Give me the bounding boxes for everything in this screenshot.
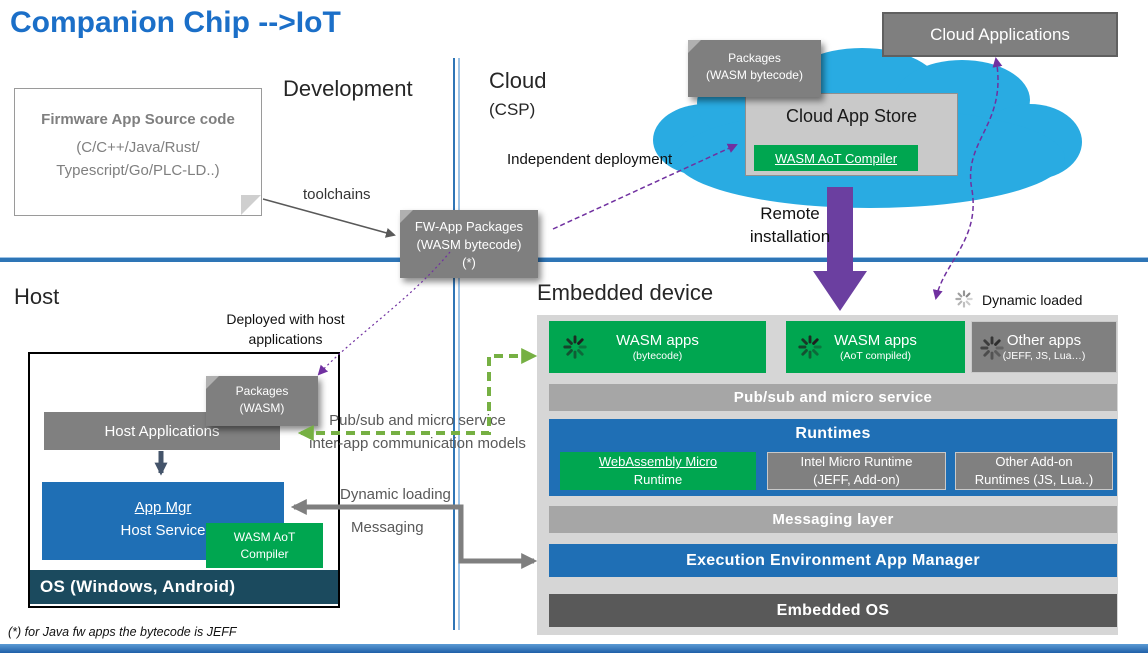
toolchains-label: toolchains	[303, 186, 371, 203]
page-title: Companion Chip -->IoT	[10, 6, 341, 39]
section-label-embedded-device: Embedded device	[537, 280, 714, 305]
messaging-label: Messaging	[351, 519, 424, 536]
cloud-aot-compiler-label: WASM AoT Compiler	[774, 150, 898, 166]
independent-deployment-label: Independent deployment	[507, 151, 673, 168]
messaging-layer-bar: Messaging layer	[549, 506, 1117, 533]
host-packages-line1: Packages	[235, 384, 289, 398]
cloud-aot-compiler-box: WASM AoT Compiler	[754, 145, 918, 171]
messaging-layer-label: Messaging layer	[772, 511, 894, 528]
host-os-label: OS (Windows, Android)	[40, 577, 236, 596]
fw-app-packages-note: FW-App Packages (WASM bytecode) (*)	[400, 210, 538, 278]
pubsub-models-line2: inter-app communication models	[309, 435, 526, 452]
wasm-apps-aot-title: WASM apps	[834, 331, 917, 349]
exec-env-label: Execution Environment App Manager	[686, 551, 980, 569]
runtimes-title: Runtimes	[795, 425, 871, 442]
spinner-icon	[980, 336, 1004, 360]
embedded-os-label: Embedded OS	[776, 601, 890, 619]
folded-corner-icon	[241, 195, 261, 215]
firmware-source-title: Firmware App Source code	[41, 111, 235, 128]
pubsub-service-label: Pub/sub and micro service	[733, 389, 933, 406]
runtime-wamr-line2: Runtime	[633, 472, 683, 487]
host-packages-line2: (WASM)	[239, 400, 285, 415]
spinner-icon	[563, 335, 587, 359]
wasm-apps-bytecode-title: WASM apps	[616, 331, 699, 349]
other-apps-subtitle: (JEFF, JS, Lua…)	[1002, 349, 1086, 362]
host-aot-compiler-box: WASM AoT Compiler	[206, 523, 323, 568]
app-mgr-line2: Host Service	[120, 522, 206, 540]
remote-installation-line1: Remote	[760, 204, 820, 223]
host-compiler-line1: WASM AoT	[233, 529, 296, 544]
app-mgr-line1: App Mgr	[134, 499, 192, 516]
remote-installation-line2: installation	[749, 227, 831, 246]
cloud-packages-line2: (WASM bytecode)	[706, 67, 803, 82]
runtime-intel-box: Intel Micro Runtime (JEFF, Add-on)	[767, 452, 946, 490]
firmware-source-box: Firmware App Source code (C/C++/Java/Rus…	[14, 88, 262, 216]
host-os-bar: OS (Windows, Android)	[30, 570, 338, 604]
exec-env-bar: Execution Environment App Manager	[549, 544, 1117, 577]
other-apps-title: Other apps	[1006, 331, 1082, 349]
spinner-icon	[955, 290, 973, 308]
other-apps-box: Other apps (JEFF, JS, Lua…)	[971, 321, 1117, 373]
remote-installation-label: Remote installation	[730, 202, 850, 248]
runtime-other-box: Other Add-on Runtimes (JS, Lua..)	[955, 452, 1113, 490]
bottom-accent-bar	[0, 644, 1148, 653]
pubsub-service-bar: Pub/sub and micro service	[549, 384, 1117, 411]
wasm-apps-bytecode-subtitle: (bytecode)	[632, 349, 683, 362]
cloud-packages-note: Packages (WASM bytecode)	[688, 40, 821, 97]
runtime-wamr-box: WebAssembly Micro Runtime	[560, 452, 756, 490]
cloud-app-store-box: Cloud App Store WASM AoT Compiler	[745, 93, 958, 176]
pubsub-models-label: Pub/sub and micro service inter-app comm…	[295, 409, 540, 455]
pubsub-models-line1: Pub/sub and micro service	[329, 412, 506, 429]
spinner-icon	[798, 335, 822, 359]
footnote: (*) for Java fw apps the bytecode is JEF…	[8, 625, 237, 639]
fw-app-packages-line3: (*)	[462, 255, 476, 271]
embedded-os-bar: Embedded OS	[549, 594, 1117, 627]
runtime-other-line1: Other Add-on	[995, 454, 1073, 470]
runtime-intel-line2: (JEFF, Add-on)	[813, 472, 900, 487]
deployed-with-host-label: Deployed with host applications	[213, 309, 358, 349]
vertical-divider	[453, 58, 460, 630]
wasm-apps-aot-box: WASM apps (AoT compiled)	[786, 321, 965, 373]
cloud-applications-label: Cloud Applications	[930, 24, 1070, 44]
cloud-app-store-title: Cloud App Store	[785, 106, 918, 126]
host-compiler-line2: Compiler	[240, 546, 289, 561]
firmware-source-line2: (C/C++/Java/Rust/	[76, 139, 200, 156]
runtime-wamr-line1: WebAssembly Micro	[598, 454, 718, 470]
runtime-other-line2: Runtimes (JS, Lua..)	[974, 472, 1094, 487]
dynamic-loading-label: Dynamic loading	[340, 486, 451, 503]
host-applications-label: Host Applications	[104, 422, 220, 440]
deployed-line2: applications	[248, 331, 323, 347]
dynamic-loaded-label: Dynamic loaded	[982, 292, 1083, 308]
wasm-apps-bytecode-box: WASM apps (bytecode)	[549, 321, 766, 373]
horizontal-divider	[0, 257, 1148, 262]
cloud-applications-box: Cloud Applications	[882, 12, 1118, 57]
firmware-source-line3: Typescript/Go/PLC-LD..)	[56, 162, 220, 180]
section-label-cloud-sub: (CSP)	[489, 100, 536, 119]
wasm-apps-aot-subtitle: (AoT compiled)	[840, 349, 911, 362]
deployed-line1: Deployed with host	[226, 311, 345, 327]
fw-app-packages-line2: (WASM bytecode)	[416, 237, 522, 253]
fw-app-packages-line1: FW-App Packages	[414, 219, 524, 234]
runtime-intel-line1: Intel Micro Runtime	[800, 454, 913, 470]
cloud-packages-line1: Packages	[728, 51, 781, 65]
section-label-development: Development	[283, 76, 413, 101]
section-label-cloud: Cloud	[489, 68, 547, 93]
section-label-host: Host	[14, 284, 60, 309]
